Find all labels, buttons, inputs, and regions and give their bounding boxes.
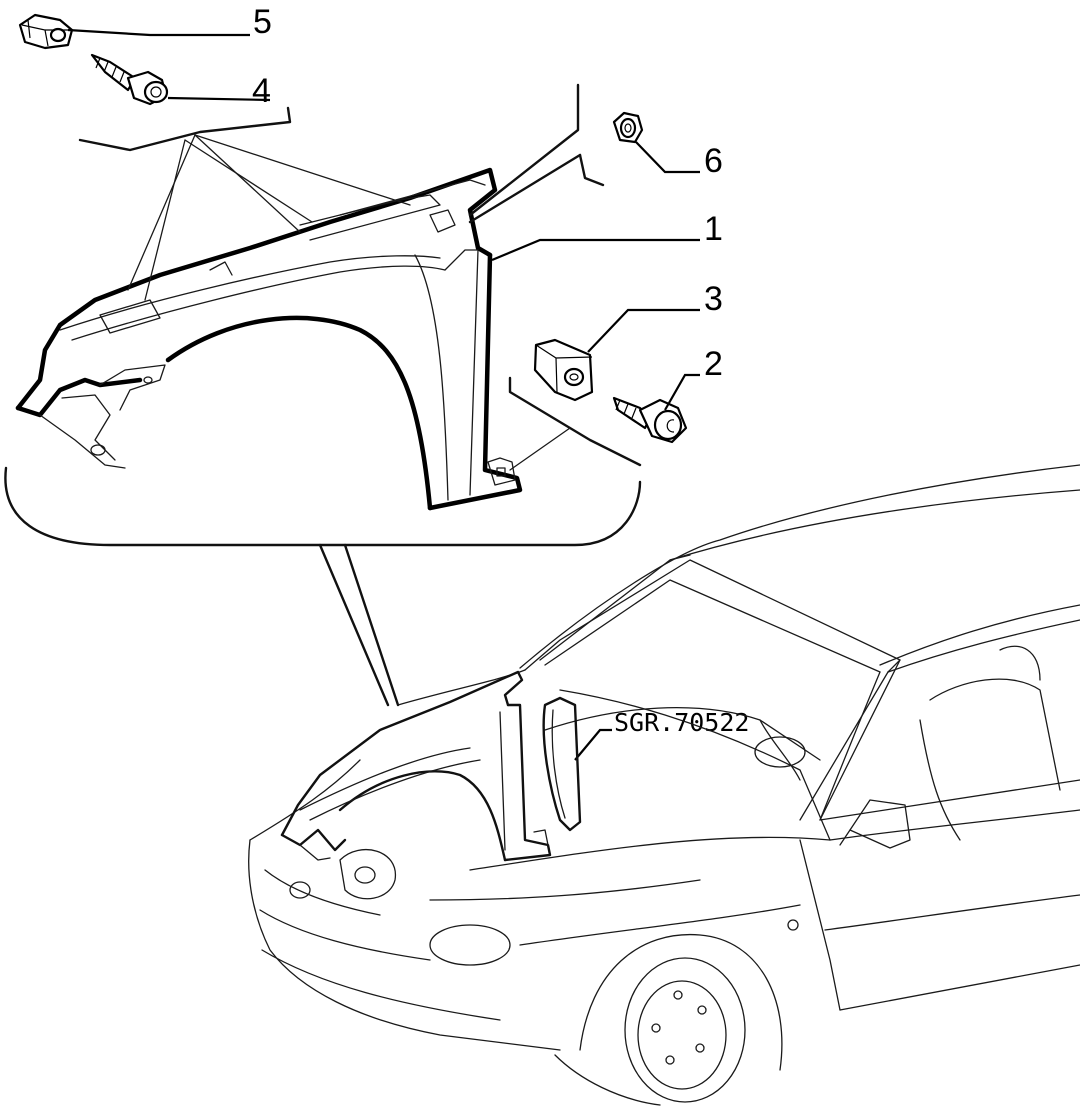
callout-label-3: 3 (704, 280, 723, 318)
detail-bubble-outline (4, 466, 642, 547)
callout-label-5: 5 (253, 3, 272, 41)
car-illustration (248, 464, 1080, 1106)
part-3-cage-nut (533, 338, 594, 402)
callout-label-1: 1 (704, 210, 723, 248)
callout-label-2: 2 (704, 345, 723, 383)
callout-label-6: 6 (704, 142, 723, 180)
part-6-nut (612, 111, 644, 144)
detail-pointer-line-left (318, 543, 390, 707)
callout-label-4: 4 (252, 72, 271, 110)
fender-detail (15, 167, 523, 511)
reference-code: SGR.70522 (614, 708, 749, 737)
mounting-guide-lines (78, 83, 642, 471)
part-4-screw (90, 53, 169, 106)
part-2-bolt (612, 396, 688, 444)
part-5-clip-nut (18, 13, 74, 50)
callout-leaders (67, 28, 700, 761)
detail-pointer-line-right (343, 543, 400, 707)
fender-on-car (280, 670, 582, 862)
